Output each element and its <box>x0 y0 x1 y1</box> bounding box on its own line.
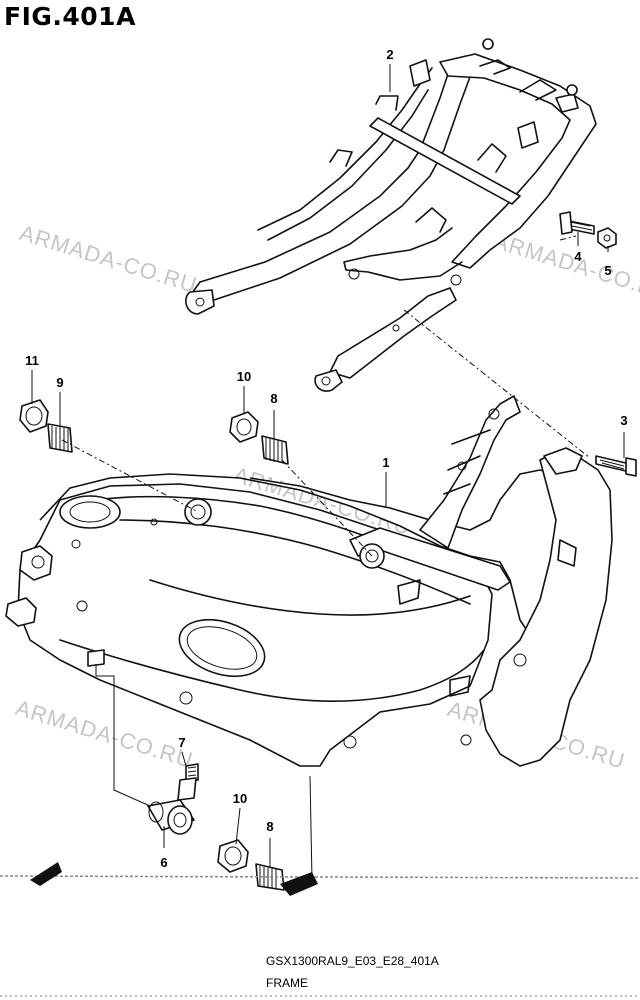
figure-caption: FRAME <box>266 976 308 990</box>
main-frame-drawing <box>5 395 613 767</box>
callout-1: 1 <box>382 455 390 470</box>
seat-rail-drawing <box>185 38 597 392</box>
callout-2: 2 <box>386 47 394 62</box>
bolt-3-drawing <box>595 455 637 477</box>
callout-8-upper: 8 <box>270 391 278 406</box>
callout-7: 7 <box>178 735 186 750</box>
callout-11: 11 <box>25 353 39 368</box>
callout-3: 3 <box>620 413 628 428</box>
nut-10-lower-drawing <box>217 839 249 873</box>
model-code: GSX1300RAL9_E03_E28_401A <box>266 954 439 968</box>
callout-8-lower: 8 <box>266 819 274 834</box>
scan-band <box>0 875 640 997</box>
callout-6: 6 <box>160 855 168 870</box>
bolt-7-drawing <box>177 763 199 801</box>
nut-5-drawing <box>597 227 617 249</box>
callout-5: 5 <box>604 263 612 278</box>
callout-9: 9 <box>56 375 64 390</box>
nut-11-drawing <box>19 399 49 433</box>
bolt-4-drawing <box>559 211 595 235</box>
figure-title: FIG.401A <box>4 2 136 31</box>
callout-10-lower: 10 <box>232 791 248 806</box>
collar-6-drawing <box>147 799 195 835</box>
spacer-9-drawing <box>47 423 73 453</box>
front-arrow-left-icon <box>30 862 62 886</box>
alignment-lines <box>61 235 591 881</box>
callout-4: 4 <box>574 249 582 264</box>
callout-leaders <box>31 64 625 868</box>
spacer-8-upper-drawing <box>261 435 289 465</box>
callout-10-upper: 10 <box>236 369 252 384</box>
nut-10-upper-drawing <box>229 411 259 443</box>
front-arrow-center-icon <box>280 872 318 896</box>
